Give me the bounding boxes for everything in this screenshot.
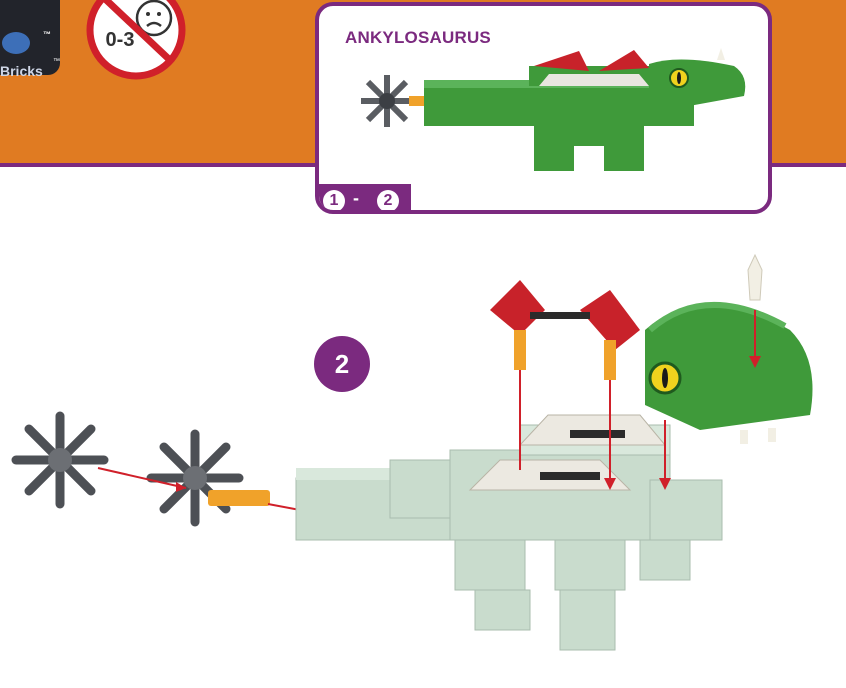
green-head-part xyxy=(645,305,813,444)
spike-wheel-assembled xyxy=(151,434,239,522)
brand-name: Bricks xyxy=(0,63,43,79)
assembly-diagram xyxy=(0,220,846,688)
pale-brick-body xyxy=(296,425,722,650)
tail-spike-wheel xyxy=(361,75,413,127)
age-warning-label: 0-3 xyxy=(106,29,135,51)
white-horn-part xyxy=(748,255,762,300)
ankylosaurus-model-image xyxy=(349,46,769,186)
red-connector-right xyxy=(580,290,640,380)
step-range-to: 2 xyxy=(377,190,399,212)
age-warning-icon: 0-3 xyxy=(80,0,192,80)
model-title: ANKYLOSAURUS xyxy=(345,28,491,48)
step-range-separator: - xyxy=(353,188,359,209)
red-connector-left xyxy=(490,280,545,370)
brand-name-trademark: ™ xyxy=(53,58,60,65)
step-range-from: 1 xyxy=(323,190,345,212)
orange-connector-part xyxy=(208,490,270,506)
spike-wheel-part xyxy=(16,416,104,504)
assembly-arrow xyxy=(268,504,300,510)
model-preview-card: ANKYLOSAURUS 1 - 2 xyxy=(315,2,772,214)
step-range-badge: 1 - 2 xyxy=(315,184,411,214)
brand-trademark: ™ xyxy=(43,30,51,39)
brand-logo-icon xyxy=(2,32,30,54)
